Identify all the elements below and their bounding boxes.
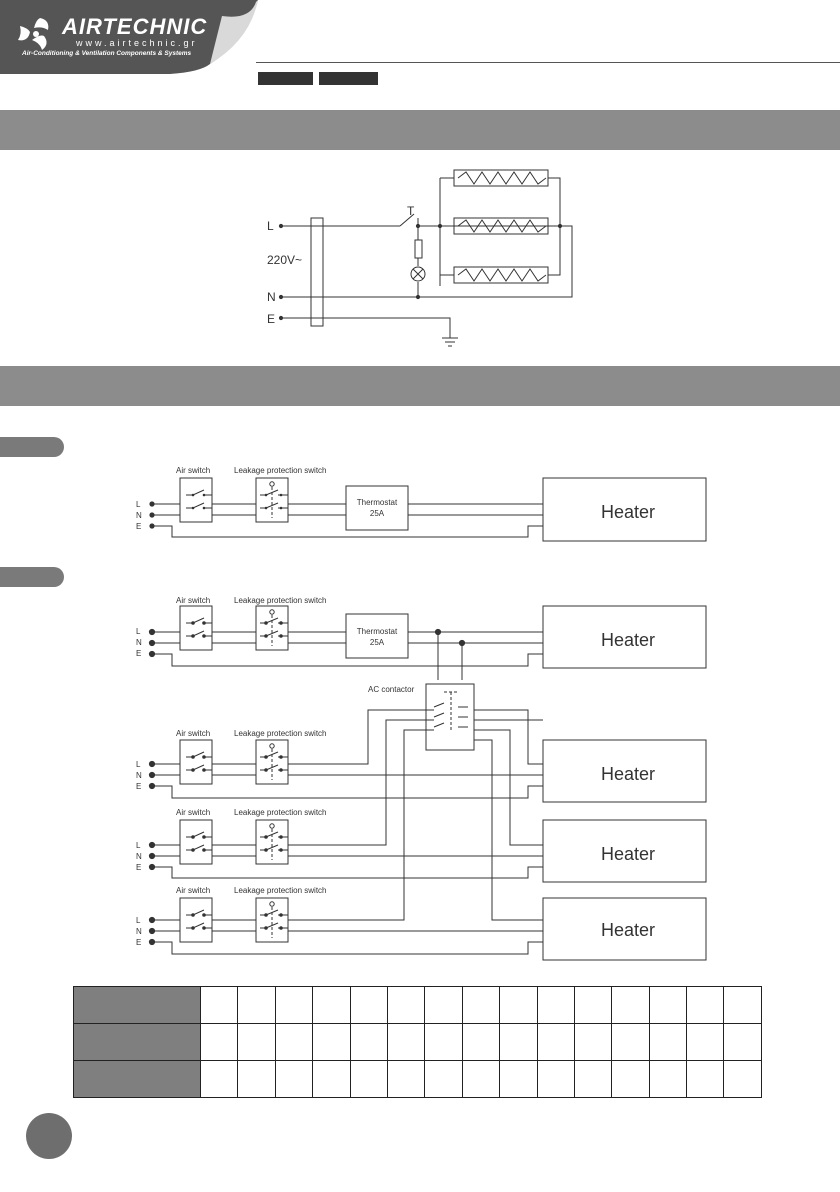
svg-text:L: L: [136, 500, 141, 509]
terminal-l-label: L: [267, 219, 274, 233]
svg-text:L: L: [136, 627, 141, 636]
svg-text:Thermostat: Thermostat: [357, 627, 398, 636]
svg-text:Air switch: Air switch: [176, 808, 210, 817]
header-tag-2: [319, 72, 378, 85]
svg-text:E: E: [136, 863, 141, 872]
svg-text:L: L: [136, 841, 141, 850]
leakage-switch: [255, 477, 289, 523]
svg-text:N: N: [136, 511, 142, 520]
section-bar-2: [0, 366, 840, 406]
ac-contactor: [425, 683, 475, 751]
svg-text:N: N: [136, 638, 142, 647]
brand-url: www.airtechnic.gr: [76, 38, 198, 48]
svg-text:Heater: Heater: [601, 764, 655, 784]
svg-text:Heater: Heater: [601, 920, 655, 940]
subsection-tab-2: [0, 567, 64, 587]
svg-text:L: L: [136, 916, 141, 925]
table-row: [73, 1023, 762, 1061]
terminal-e-label: E: [267, 312, 275, 326]
heater-element-3: [453, 266, 549, 284]
svg-text:Leakage protection switch: Leakage protection switch: [234, 596, 327, 605]
circuit-multiple: L N E Air switch Leakage protection swit…: [136, 596, 707, 961]
thermostat-rating: 25A: [370, 509, 385, 518]
svg-text:N: N: [136, 771, 142, 780]
svg-text:E: E: [136, 649, 141, 658]
table-row: [73, 1060, 762, 1098]
svg-text:25A: 25A: [370, 638, 385, 647]
svg-text:Heater: Heater: [601, 630, 655, 650]
svg-text:Leakage protection switch: Leakage protection switch: [234, 729, 327, 738]
svg-text:E: E: [136, 938, 141, 947]
heater-element-1: [453, 169, 549, 187]
section-bar-1: [0, 110, 840, 150]
svg-text:Leakage protection switch: Leakage protection switch: [234, 886, 327, 895]
header-rule: [256, 62, 840, 63]
svg-text:Air switch: Air switch: [176, 886, 210, 895]
air-switch-label: Air switch: [176, 466, 210, 475]
circuit-single: L N E Air switch Leakage protection swit…: [136, 466, 707, 542]
installation-diagram: L N E Air switch Leakage protection swit…: [136, 466, 707, 961]
terminal-block: [310, 217, 324, 327]
fan-icon: [18, 18, 49, 50]
brand-tagline: Air-Conditioning & Ventilation Component…: [22, 50, 192, 57]
heater-element-2: [453, 217, 549, 235]
svg-text:E: E: [136, 522, 141, 531]
thermostat-label: Thermostat: [357, 498, 398, 507]
subsection-tab-1: [0, 437, 64, 457]
spec-table: [73, 986, 762, 1098]
leakage-switch-label: Leakage protection switch: [234, 466, 327, 475]
table-row: [73, 986, 762, 1024]
svg-text:Air switch: Air switch: [176, 729, 210, 738]
voltage-label: 220V~: [267, 253, 302, 267]
logo-block: [0, 0, 258, 74]
thermostat-t-label: T: [407, 204, 415, 218]
svg-text:N: N: [136, 927, 142, 936]
wiring-diagram: L 220V~ N E T: [267, 169, 573, 347]
svg-text:L: L: [136, 760, 141, 769]
svg-text:N: N: [136, 852, 142, 861]
page-number-badge: [26, 1113, 72, 1159]
ac-contactor-label: AC contactor: [368, 685, 415, 694]
svg-text:Heater: Heater: [601, 844, 655, 864]
air-switch: [179, 477, 213, 523]
terminal-n-label: N: [267, 290, 276, 304]
brand-name: AIRTECHNIC: [62, 14, 208, 39]
heater-label-1: Heater: [601, 502, 655, 522]
svg-text:Air switch: Air switch: [176, 596, 210, 605]
svg-text:Leakage protection switch: Leakage protection switch: [234, 808, 327, 817]
svg-text:E: E: [136, 782, 141, 791]
header-tag-1: [258, 72, 313, 85]
